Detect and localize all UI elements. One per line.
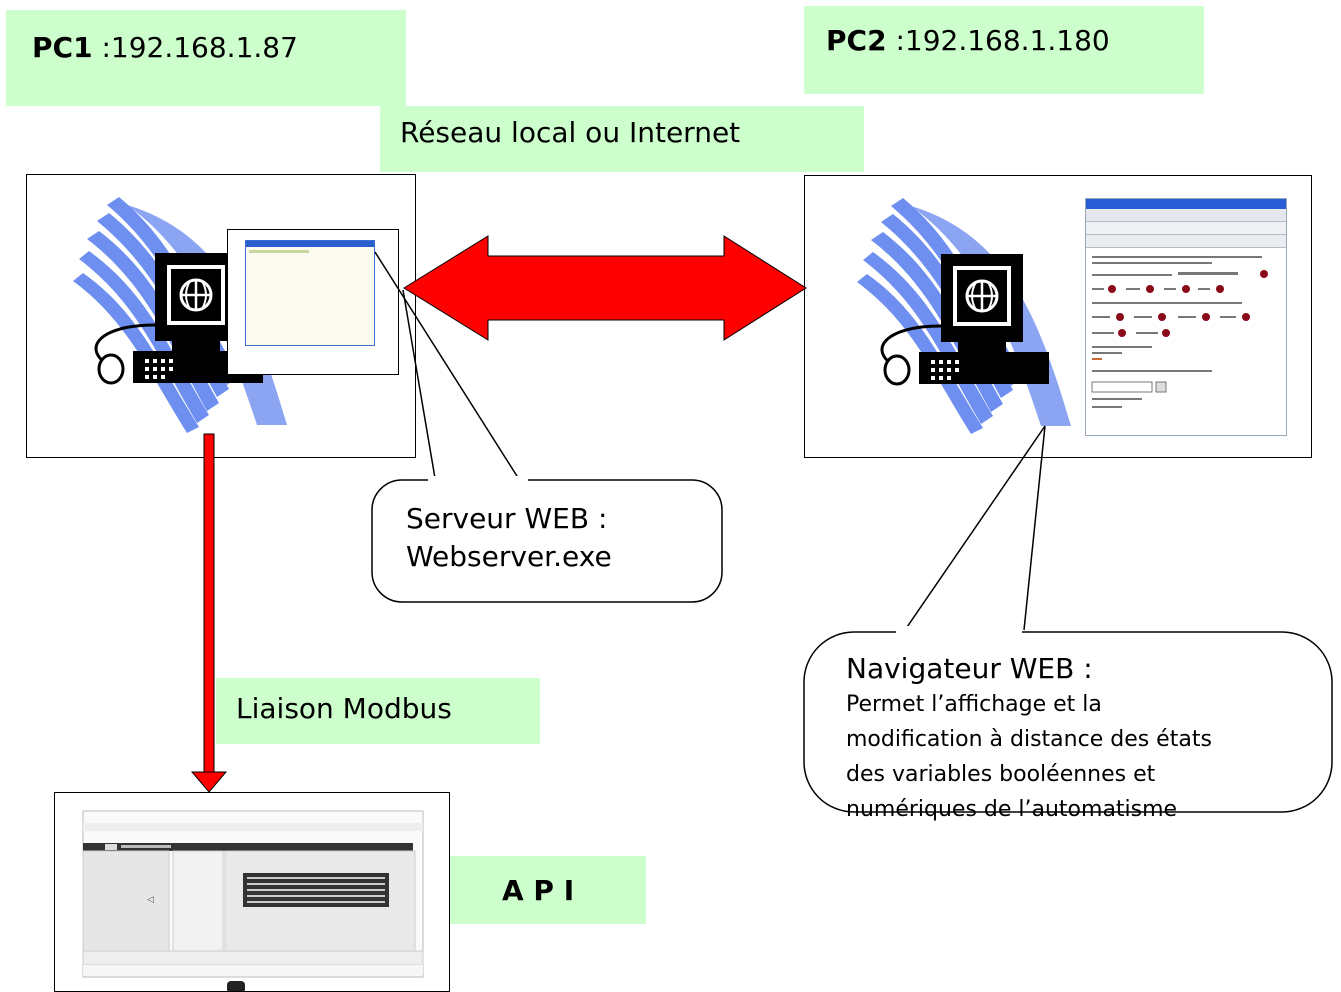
browser-callout-title: Navigateur WEB : [846,652,1093,685]
browser-callout-pointer [893,425,1046,647]
browser-callout-line: numériques de l’automatisme [846,797,1178,822]
pc2-ip: :192.168.1.180 [886,24,1110,57]
network-arrow [403,235,807,341]
network-label: Réseau local ou Internet [380,106,864,172]
pc1-panel [26,174,416,458]
server-callout-line1: Serveur WEB : [406,502,608,535]
server-window [227,229,399,375]
api-label: A P I [450,856,646,924]
browser-callout-line: des variables booléennes et [846,762,1156,787]
modbus-label-text: Liaison Modbus [236,692,452,725]
computer-icon-2 [857,198,1071,434]
browser-callout [803,626,1333,813]
server-callout-line2: Webserver.exe [406,540,612,573]
pc2-label: PC2 :192.168.1.180 [804,6,1204,94]
pc2-name: PC2 [826,24,887,57]
pc1-label: PC1 :192.168.1.87 [6,10,406,106]
browser-window [1085,198,1287,436]
plc-panel: ◁ [54,792,450,992]
plc-device-icon: ◁ [82,810,424,991]
svg-text:◁: ◁ [147,895,154,905]
modbus-label: Liaison Modbus [216,678,540,744]
server-callout [371,476,723,603]
browser-callout-line: modification à distance des états [846,727,1212,752]
pc2-panel [804,175,1312,458]
pc1-ip: :192.168.1.87 [92,31,298,64]
pc1-name: PC1 [32,31,93,64]
browser-callout-line: Permet l’affichage et la [846,692,1102,717]
network-label-text: Réseau local ou Internet [400,116,741,149]
api-label-text: A P I [502,874,575,907]
